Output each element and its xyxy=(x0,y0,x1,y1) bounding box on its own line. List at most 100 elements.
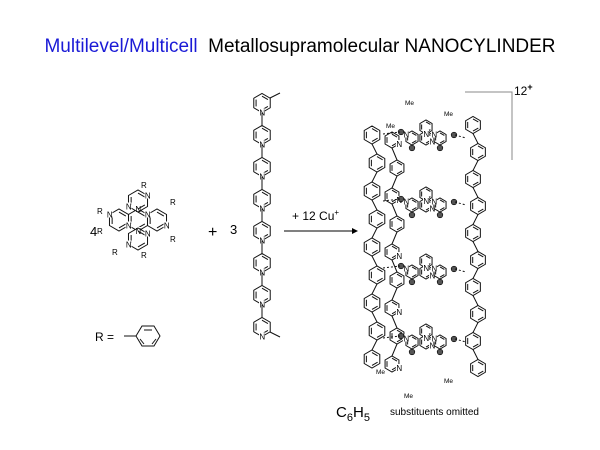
double-bond xyxy=(472,289,479,294)
double-bond xyxy=(396,282,403,287)
atom-mask xyxy=(259,300,265,308)
strand-bond xyxy=(371,255,378,267)
strand-bond xyxy=(371,283,378,295)
nitrogen-atom: N xyxy=(126,222,132,231)
strand-bond xyxy=(391,259,398,273)
r-substituent: R xyxy=(170,235,176,244)
double-bond xyxy=(472,235,479,240)
strand-bond xyxy=(391,315,398,329)
double-bond xyxy=(371,128,378,133)
double-bond xyxy=(376,333,383,338)
plus-sign: + xyxy=(208,224,218,241)
nitrogen-atom: N xyxy=(396,364,402,373)
nitrogen-atom: N xyxy=(135,205,141,214)
copper-ion xyxy=(436,348,444,356)
strand-bond xyxy=(391,147,398,161)
formula-h-sub: 5 xyxy=(363,412,370,424)
double-bond xyxy=(156,211,165,217)
coordination-bond xyxy=(382,198,401,202)
nitrogen-atom: N xyxy=(423,334,429,343)
nitrogen-atom: N xyxy=(259,333,265,342)
double-bond xyxy=(477,145,484,150)
double-bond xyxy=(261,255,269,261)
nitrogen-atom: N xyxy=(431,335,437,344)
double-bond xyxy=(376,277,383,282)
copper-ion xyxy=(397,195,405,203)
ligand-coefficient: 4 xyxy=(90,224,98,239)
strand-bond xyxy=(472,295,479,306)
ring xyxy=(363,349,381,369)
double-bond xyxy=(261,159,269,165)
double-bond xyxy=(391,133,398,138)
atom-mask xyxy=(423,197,429,204)
double-bond xyxy=(439,140,445,144)
copper-ion xyxy=(436,144,444,152)
methyl-bond xyxy=(269,331,281,338)
double-bond xyxy=(425,255,431,259)
atom-mask xyxy=(402,197,409,205)
double-bond xyxy=(477,199,484,204)
double-bond xyxy=(477,370,484,375)
nitrogen-atom: N xyxy=(126,241,132,250)
nitrogen-atom: N xyxy=(423,130,429,139)
atom-mask xyxy=(144,229,151,237)
methyl-label: Me xyxy=(444,111,453,118)
double-bond xyxy=(411,207,417,211)
r-substituent: R xyxy=(97,207,103,216)
double-bond xyxy=(396,329,403,334)
coordination-bond xyxy=(382,131,401,135)
nitrogen-atom: N xyxy=(423,264,429,273)
double-bond xyxy=(391,357,398,362)
double-bond xyxy=(371,352,378,357)
double-bond xyxy=(376,212,383,217)
double-bond xyxy=(411,199,417,203)
nitrogen-atom: N xyxy=(431,265,437,274)
atom-mask xyxy=(125,202,132,210)
reagent-text: + 12 Cu xyxy=(292,209,335,223)
atom-mask xyxy=(106,210,113,218)
strand-bond xyxy=(472,214,479,225)
reaction-arrow xyxy=(284,228,358,234)
double-bond xyxy=(472,127,479,132)
atom-mask xyxy=(395,140,402,147)
double-bond xyxy=(411,132,417,136)
atom-mask xyxy=(259,332,265,340)
double-bond xyxy=(261,95,269,101)
nitrogen-atom: N xyxy=(396,308,402,317)
nitrogen-atom: N xyxy=(396,252,402,261)
reagent-label: + 12 Cu+ xyxy=(292,208,339,223)
double-bond xyxy=(137,192,146,198)
double-bond xyxy=(261,319,269,325)
nitrogen-atom: N xyxy=(403,131,409,140)
nitrogen-atom: N xyxy=(126,203,132,212)
strand-bond xyxy=(472,160,479,171)
atom-mask xyxy=(430,197,437,205)
ring xyxy=(384,355,400,373)
nitrogen-atom: N xyxy=(403,265,409,274)
r-group-label: R = xyxy=(95,330,115,344)
complex-charge: 12+ xyxy=(514,82,533,98)
double-bond xyxy=(137,230,146,236)
charge-bracket xyxy=(465,91,513,160)
double-bond xyxy=(477,262,484,267)
r-substituent: R xyxy=(141,181,147,190)
coordination-bond xyxy=(454,134,467,139)
copper-ion xyxy=(408,211,416,219)
nitrogen-atom: N xyxy=(145,230,151,239)
methyl-label: Me xyxy=(376,369,385,376)
double-bond xyxy=(396,273,403,278)
nitrogen-atom: N xyxy=(145,192,151,201)
nitrogen-atom: N xyxy=(431,131,437,140)
strand-bond xyxy=(371,143,378,155)
double-bond xyxy=(472,181,479,186)
double-bond xyxy=(118,211,127,217)
atom-mask xyxy=(259,268,265,276)
double-bond xyxy=(472,334,479,339)
methyl-label: Me xyxy=(386,123,395,130)
atom-mask xyxy=(429,271,436,279)
methyl-label: Me xyxy=(444,378,453,385)
double-bond xyxy=(439,336,445,340)
